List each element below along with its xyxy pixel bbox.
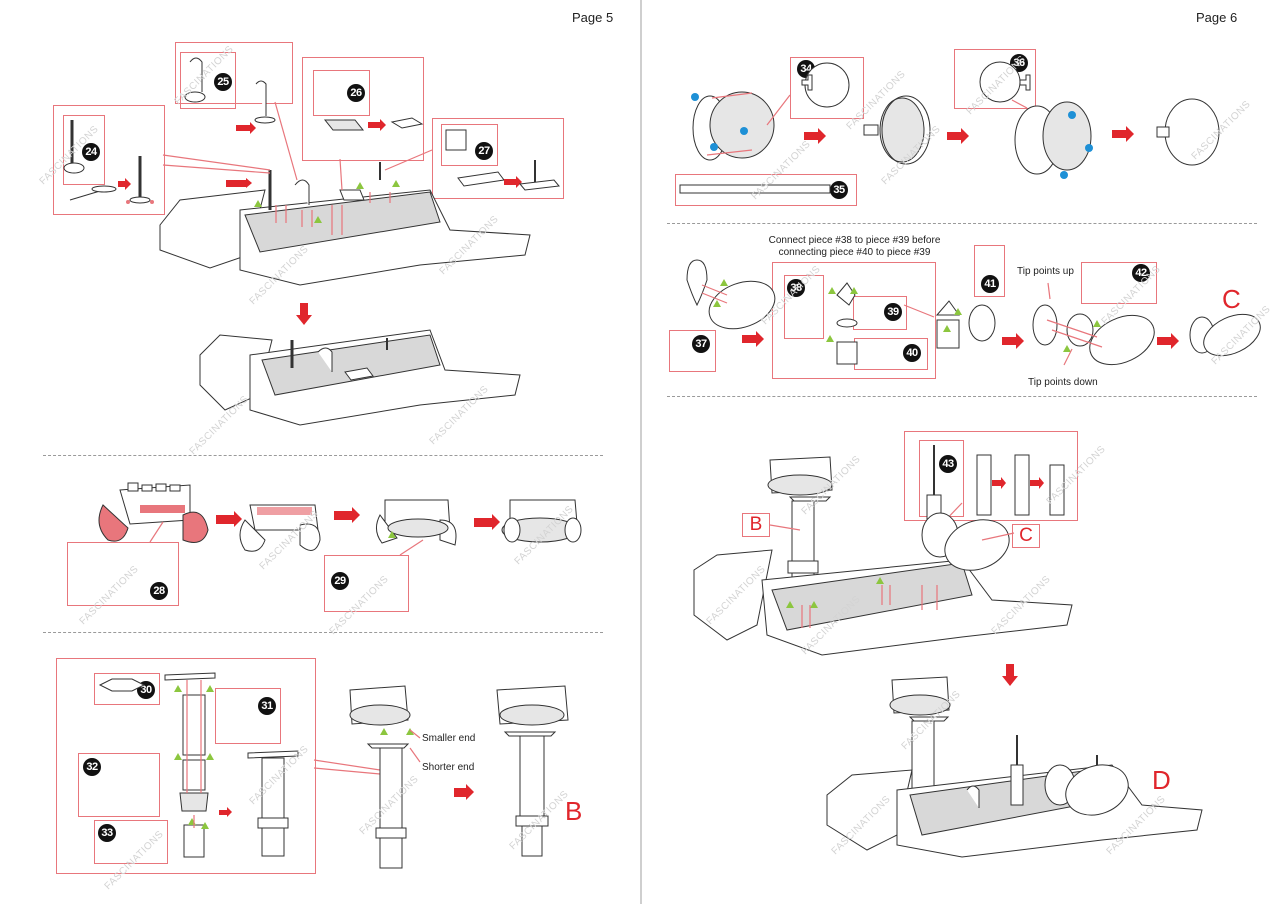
callout-piece-24 [53, 105, 165, 215]
page-number: Page 6 [1196, 10, 1238, 25]
section-letter-c: C [1222, 284, 1241, 314]
section-letter-b: B [565, 796, 583, 826]
column-assembly-drawing [98, 672, 569, 869]
callout-piece-30 [94, 673, 160, 705]
callout-column-assembly [56, 658, 316, 874]
piece-number-badge: 39 [884, 303, 902, 321]
piece-28-29-drawing [98, 482, 582, 556]
piece-number-badge: 41 [981, 275, 999, 293]
piece-number-badge: 35 [830, 181, 848, 199]
section-label-b: B [742, 513, 770, 537]
piece-number-badge: 38 [787, 279, 805, 297]
section-label-c: C [1012, 524, 1040, 548]
section-separator [43, 455, 603, 456]
callout-piece-38 [784, 275, 824, 339]
lamp-head-assembly-drawing [679, 61, 1220, 194]
piece-number-badge: 37 [692, 335, 710, 353]
callout-piece-26 [302, 57, 424, 161]
piece-24-diagram [63, 115, 105, 185]
piece-number-badge: 25 [214, 73, 232, 91]
callout-piece-31 [215, 688, 281, 744]
connect-note-line-1: Connect piece #38 to piece #39 before [768, 235, 941, 246]
callout-piece-28 [67, 542, 179, 606]
lamp-arm-assembly-drawing [686, 259, 1261, 366]
section-separator [43, 632, 603, 633]
callout-piece-29 [324, 555, 409, 612]
page-number: Page 5 [572, 10, 614, 25]
final-assembly-drawing [693, 445, 1203, 858]
callout-piece-39 [853, 296, 907, 330]
page-6: Page 6 34 35 36 Connect [642, 0, 1280, 904]
piece-number-badge: 42 [1132, 264, 1150, 282]
callout-piece-33 [94, 820, 168, 864]
callout-pieces-38-40 [772, 262, 936, 379]
callout-piece-27 [432, 118, 564, 199]
piece-number-badge: 29 [331, 572, 349, 590]
piece-number-badge: 31 [258, 697, 276, 715]
connect-note-line-2: connecting piece #40 to piece #39 [778, 247, 931, 258]
callout-piece-34 [790, 57, 864, 119]
callout-piece-42 [1081, 262, 1157, 304]
piece-number-badge: 36 [1010, 54, 1028, 72]
callout-piece-32 [78, 753, 160, 817]
piece-number-badge: 27 [475, 142, 493, 160]
shorter-end-label: Shorter end [422, 762, 475, 773]
tip-points-up-label: Tip points up [1017, 266, 1074, 277]
section-letter-d: D [1152, 765, 1171, 795]
page-5: Page 5 24 25 26 27 [38, 10, 614, 892]
piece-number-badge: 28 [150, 582, 168, 600]
smaller-end-label: Smaller end [422, 733, 476, 744]
piece-number-badge: 32 [83, 758, 101, 776]
base-plate-assembly-drawing [63, 57, 560, 426]
piece-26-diagram [313, 70, 370, 116]
callout-piece-25 [175, 42, 293, 104]
piece-number-badge: 26 [347, 84, 365, 102]
callout-piece-36 [954, 49, 1036, 109]
section-separator [667, 396, 1257, 397]
callout-piece-35 [675, 174, 857, 206]
connect-instruction-note: Connect piece #38 to piece #39 before co… [762, 235, 947, 259]
page-spine [640, 0, 642, 904]
callout-piece-41 [974, 245, 1005, 297]
section-separator [667, 223, 1257, 224]
piece-25-diagram [180, 52, 236, 109]
piece-27-diagram [441, 124, 498, 166]
piece-number-badge: 40 [903, 344, 921, 362]
piece-number-badge: 43 [939, 455, 957, 473]
callout-piece-37 [669, 330, 716, 372]
piece-number-badge: 33 [98, 824, 116, 842]
piece-number-badge: 24 [82, 143, 100, 161]
tip-points-down-label: Tip points down [1028, 377, 1098, 388]
